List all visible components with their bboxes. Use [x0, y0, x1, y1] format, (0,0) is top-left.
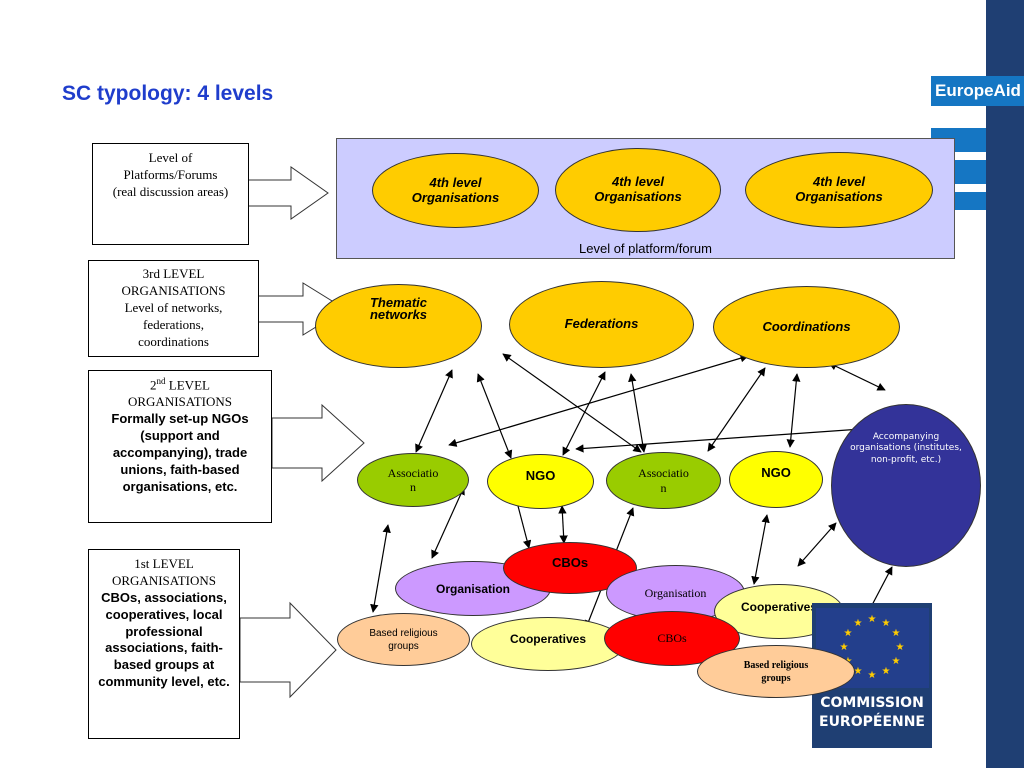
- level1-block-arrow: [239, 601, 337, 699]
- svg-text:★: ★: [892, 656, 901, 667]
- svg-text:★: ★: [840, 642, 849, 653]
- coordinations: Coordinations: [713, 286, 900, 368]
- level4-box: Level of Platforms/Forums (real discussi…: [92, 143, 249, 245]
- connector: [786, 373, 801, 448]
- ngo-node: NGO: [729, 451, 823, 508]
- level1-body: CBOs, associations, cooperatives, local …: [98, 589, 230, 690]
- page-title: SC typology: 4 levels: [62, 82, 274, 105]
- svg-text:★: ★: [892, 628, 901, 639]
- level1-line1: 1st LEVEL: [134, 556, 194, 571]
- svg-text:★: ★: [868, 614, 877, 625]
- federations-label: Federations: [564, 316, 639, 332]
- religious-groups-label: Based religious groups: [369, 627, 438, 652]
- cooperatives-node: Cooperatives: [471, 617, 625, 671]
- level2-body: Formally set-up NGOs (support and accomp…: [111, 411, 249, 494]
- level2-block-arrow: [271, 403, 365, 483]
- connector: [828, 362, 886, 391]
- cooperatives-label: Cooperatives: [740, 600, 818, 614]
- association-label: Associatio n: [387, 465, 439, 494]
- ngo-node: NGO: [487, 454, 594, 509]
- connector: [751, 514, 770, 585]
- level4-block-arrow: [247, 166, 329, 220]
- association-node: Associatio n: [357, 453, 469, 507]
- thematic-networks: Thematic networks: [315, 284, 482, 368]
- level3-line3: Level of networks,: [124, 299, 223, 315]
- logo-text-line2: EUROPÉENNE: [819, 713, 925, 730]
- fourth-level-org: 4th level Organisations: [555, 148, 721, 232]
- association-label: Associatio n: [638, 466, 689, 495]
- cbos-label: CBOs: [551, 555, 589, 570]
- svg-text:★: ★: [896, 642, 905, 653]
- level2-line2: ORGANISATIONS: [127, 394, 232, 410]
- level2-line1: LEVEL: [165, 377, 210, 393]
- level2-sup: nd: [156, 376, 166, 386]
- svg-text:★: ★: [844, 628, 853, 639]
- connector: [476, 373, 513, 459]
- level2-box: 2nd LEVEL ORGANISATIONS Formally set-up …: [88, 370, 272, 523]
- cbos-label: CBOs: [657, 631, 687, 645]
- fourth-level-org-label: 4th level Organisations: [795, 174, 883, 204]
- level3-box: 3rd LEVEL ORGANISATIONS Level of network…: [88, 260, 259, 357]
- accompanying-organisations: Accompanying organisations (institutes, …: [831, 404, 981, 567]
- svg-text:★: ★: [882, 666, 891, 677]
- connector: [562, 371, 606, 456]
- coordinations-label: Coordinations: [762, 318, 851, 334]
- platform-label: Level of platform/forum: [579, 241, 712, 256]
- level3-line2: ORGANISATIONS: [121, 282, 226, 298]
- connector: [370, 524, 391, 613]
- level2-num: 2: [150, 377, 157, 393]
- connector: [415, 369, 453, 453]
- federations: Federations: [509, 281, 694, 368]
- right-sidebar-band: [986, 0, 1024, 768]
- association-node: Associatio n: [606, 452, 721, 509]
- svg-text:★: ★: [854, 666, 863, 677]
- connector: [628, 373, 647, 453]
- logo-text-line1: COMMISSION: [820, 695, 924, 711]
- ngo-label: NGO: [761, 465, 791, 480]
- level3-line1: 3rd LEVEL: [142, 266, 205, 281]
- thematic-networks-label: Thematic networks: [369, 295, 428, 323]
- level4-line1: Level of: [148, 150, 193, 165]
- fourth-level-org: 4th level Organisations: [745, 152, 933, 228]
- connector: [575, 423, 891, 453]
- fourth-level-org-label: 4th level Organisations: [411, 174, 500, 205]
- organisation-label: Organisation: [644, 585, 707, 600]
- ngo-label: NGO: [525, 468, 556, 483]
- religious-groups-label: Based religious groups: [743, 659, 809, 684]
- religious-groups-node: Based religious groups: [697, 645, 855, 698]
- organisation-label: Organisation: [435, 581, 510, 596]
- level1-line2: ORGANISATIONS: [111, 572, 216, 588]
- commission-logo-text: COMMISSION EUROPÉENNE: [812, 694, 932, 732]
- level1-box: 1st LEVEL ORGANISATIONS CBOs, associatio…: [88, 549, 240, 739]
- connector: [797, 522, 837, 567]
- accompanying-label: Accompanying organisations (institutes, …: [850, 432, 962, 465]
- svg-text:★: ★: [882, 618, 891, 629]
- connector: [707, 367, 766, 452]
- brand-tab: EuropeAid: [931, 76, 1024, 106]
- level3-line5: coordinations: [138, 333, 209, 349]
- fourth-level-org: 4th level Organisations: [372, 153, 539, 228]
- level4-line2: Platforms/Forums: [123, 166, 218, 182]
- fourth-level-org-label: 4th level Organisations: [594, 174, 682, 204]
- svg-text:★: ★: [868, 670, 877, 681]
- level2-heading-line1: 2nd LEVEL: [92, 376, 268, 394]
- cooperatives-label: Cooperatives: [509, 632, 587, 646]
- connector: [448, 354, 749, 447]
- level3-line4: federations,: [142, 316, 204, 332]
- svg-text:★: ★: [854, 618, 863, 629]
- connector: [558, 505, 568, 544]
- connector: [431, 486, 465, 559]
- religious-groups-node: Based religious groups: [337, 613, 470, 666]
- level4-line3: (real discussion areas): [112, 183, 229, 199]
